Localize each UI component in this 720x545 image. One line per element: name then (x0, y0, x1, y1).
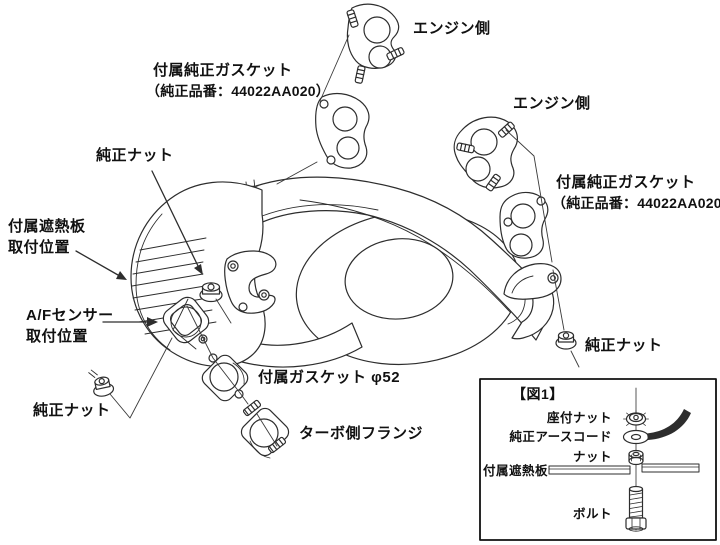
arrow-af-sensor-position (102, 317, 158, 327)
seat-nut-icon (623, 410, 649, 426)
oem-gasket-top (315, 92, 370, 169)
leader-lines (109, 34, 580, 447)
label-oem-nut-right: 純正ナット (585, 337, 663, 354)
label-oem-gasket-right-line1: 付属純正ガスケット (556, 174, 696, 191)
label-af-sensor-position-line1: A/Fセンサー (26, 307, 114, 324)
callout-arrows (75, 170, 203, 327)
figure1-label-earth-cord: 純正アースコード (509, 430, 612, 444)
arrow-heat-shield-position (75, 250, 127, 280)
engine-flange-top (346, 3, 405, 84)
turbo-flange-stud-upper (242, 399, 262, 417)
nut-icon (628, 449, 644, 466)
label-heat-shield-position-line2: 取付位置 (8, 239, 71, 256)
arrow-oem-nut-upper (151, 170, 203, 275)
label-engine-side-top: エンジン側 (413, 20, 491, 37)
oem-gasket-right (499, 191, 549, 259)
figure1-title: 【図1】 (512, 386, 564, 402)
earth-cord-icon (622, 409, 691, 445)
figure1-label-nut: ナット (572, 450, 612, 464)
label-engine-side-right: エンジン側 (513, 95, 591, 112)
manifold-ear-flange (503, 263, 562, 300)
gasket-phi52-part (201, 353, 249, 402)
heat-shield-plate-icon (548, 463, 700, 475)
oem-nut-center-icon (199, 282, 223, 303)
af-sensor-flange (162, 296, 210, 350)
mounting-bracket (224, 250, 277, 314)
label-oem-gasket-right-line2: （純正品番：44022AA020） (552, 195, 720, 211)
label-turbo-side-flange: ターボ側フランジ (299, 425, 424, 442)
label-oem-nut-upper: 純正ナット (96, 147, 174, 164)
label-included-gasket-phi52: 付属ガスケット φ52 (258, 369, 401, 386)
turbo-side-flange-part (240, 407, 290, 459)
figure1-label-seat-nut: 座付ナット (546, 411, 612, 425)
label-oem-nut-lower-left: 純正ナット (33, 402, 111, 419)
oem-nut-right-icon (555, 331, 577, 350)
label-oem-gasket-top-line2: （純正品番：44022AA020） (146, 83, 330, 99)
label-oem-gasket-top-line1: 付属純正ガスケット (153, 62, 293, 79)
figure1-label-heat-shield: 付属遮熱板 (483, 464, 549, 478)
bolt-icon (625, 485, 647, 532)
figure1-label-bolt: ボルト (572, 507, 612, 521)
label-heat-shield-position-line1: 付属遮熱板 (8, 218, 86, 235)
label-af-sensor-position-line2: 取付位置 (26, 328, 89, 345)
oem-nut-left-icon (88, 369, 115, 397)
figure1-box (479, 378, 717, 541)
manifold-loop-pipe (241, 210, 521, 368)
engine-flange-right (453, 116, 518, 192)
